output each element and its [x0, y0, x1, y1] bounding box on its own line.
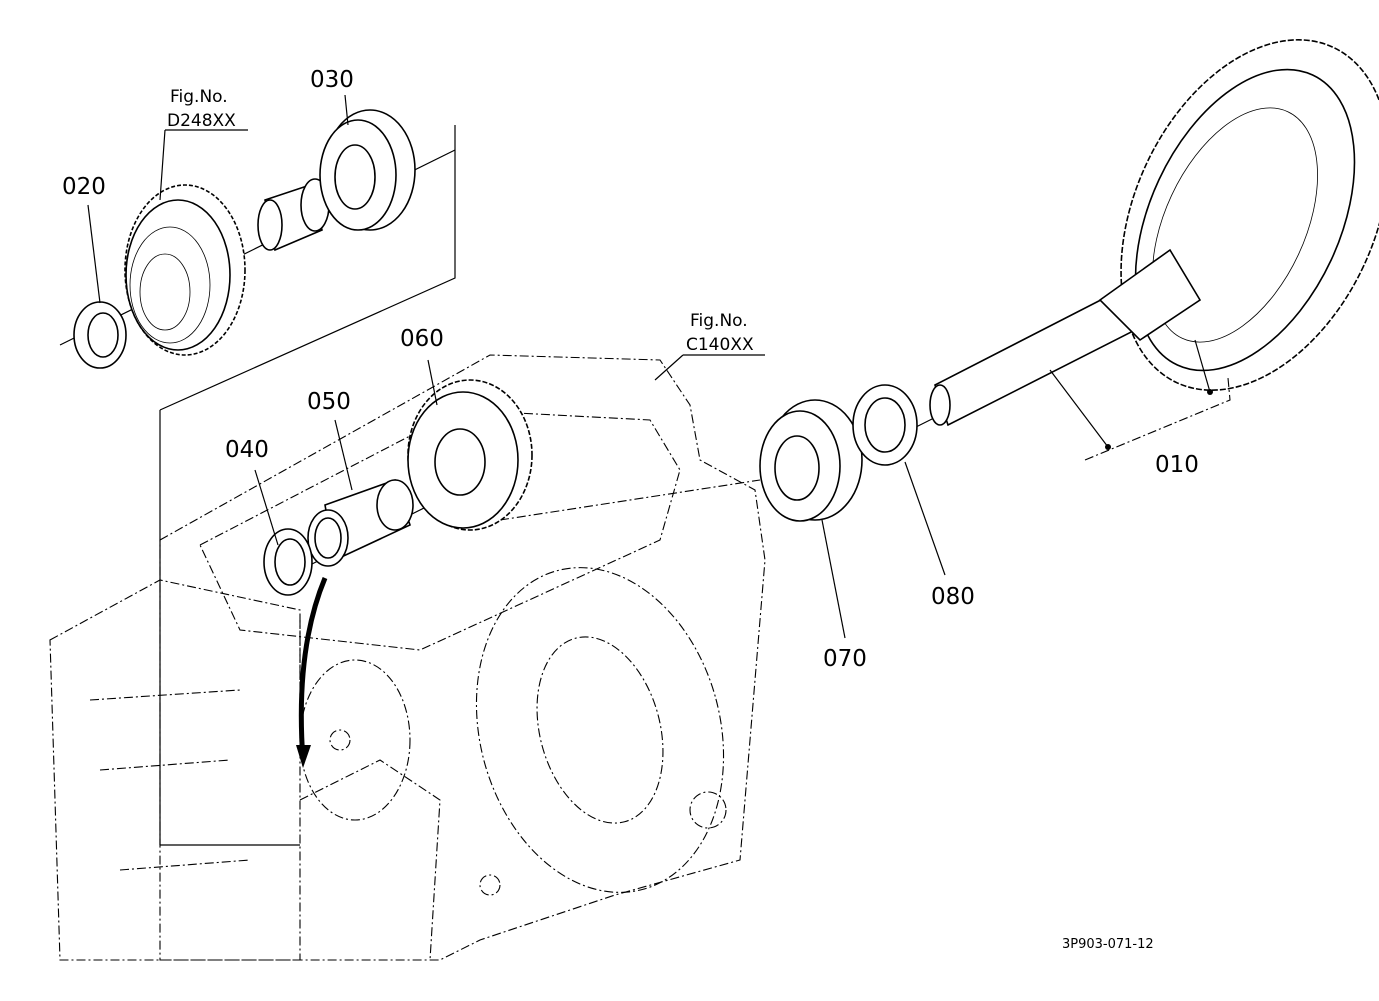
leader-070 — [821, 519, 846, 639]
part-060-gear — [407, 379, 533, 531]
label-050: 050 — [307, 389, 351, 415]
part-020-seal — [73, 301, 127, 369]
arrow-head-icon — [296, 745, 311, 768]
part-080-shim — [852, 384, 918, 466]
leader-010 — [1194, 339, 1211, 393]
needle-bearing-sleeve — [257, 178, 330, 252]
fig-ref-d248-line2: D248XX — [167, 111, 236, 131]
leader-040 — [254, 469, 279, 546]
dot-marker — [1207, 389, 1213, 395]
leader-060 — [427, 359, 438, 406]
label-070: 070 — [823, 646, 867, 672]
part-010-bevel-gear-set — [929, 39, 1379, 427]
leader-030 — [344, 94, 349, 126]
label-020: 020 — [62, 174, 106, 200]
label-010: 010 — [1155, 452, 1199, 478]
drawing-code: 3P903-071-12 — [1062, 937, 1154, 952]
leader-050 — [334, 419, 353, 491]
gear-assembly — [124, 184, 246, 356]
fig-ref-c140-line2: C140XX — [686, 335, 754, 355]
leader-080 — [904, 461, 946, 576]
leader-020 — [87, 204, 101, 304]
label-030: 030 — [310, 67, 354, 93]
part-050-collar — [307, 478, 414, 567]
leader-fig-d248 — [159, 129, 248, 201]
install-arrow — [298, 577, 328, 761]
label-040: 040 — [225, 437, 269, 463]
part-030-bearing — [319, 109, 416, 231]
part-070-bearing — [759, 399, 863, 522]
dot-marker — [1105, 444, 1111, 450]
part-010-bracket — [1084, 377, 1231, 461]
transmission-housing — [49, 354, 766, 961]
frame-line — [159, 125, 456, 411]
part-040-washer — [263, 528, 313, 596]
fig-ref-d248-line1: Fig.No. — [170, 87, 228, 107]
label-060: 060 — [400, 326, 444, 352]
leader-fig-c140 — [654, 354, 765, 381]
label-080: 080 — [931, 584, 975, 610]
leader-010 — [1049, 369, 1109, 448]
fig-ref-c140-line1: Fig.No. — [690, 311, 748, 331]
